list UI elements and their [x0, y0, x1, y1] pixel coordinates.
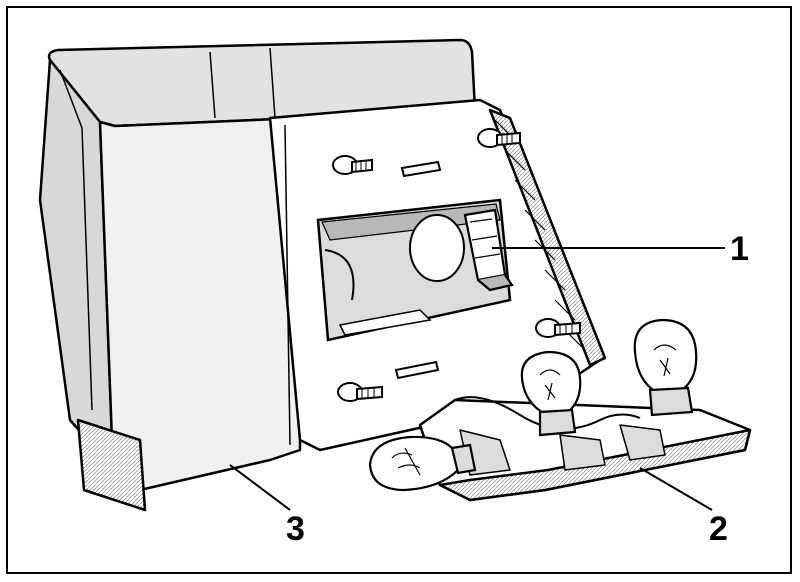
bulb-left-horizontal [368, 435, 477, 492]
callout-3-lamp-housing: 3 [286, 510, 305, 548]
bulbs [368, 318, 698, 492]
lamp-lens-housing [38, 38, 477, 512]
bulb-right-vertical [633, 318, 698, 417]
bulb-center-vertical [520, 350, 582, 437]
bulb-carrier-plate [418, 396, 752, 502]
stud-top-right [477, 128, 521, 148]
callout-2-bulb-carrier: 2 [709, 510, 728, 548]
retaining-clip [463, 208, 514, 292]
leader-lines [229, 247, 725, 511]
callout-1-retaining-clip: 1 [730, 230, 749, 268]
panel-slots [394, 160, 442, 380]
stud-top-left [332, 155, 373, 175]
bulb-holder-opening [316, 198, 512, 342]
leader-line-2 [639, 467, 713, 511]
stud-bottom-left [337, 382, 383, 402]
leader-line-3 [229, 464, 291, 511]
stud-bottom-right [535, 318, 581, 338]
mounting-studs [332, 128, 581, 402]
